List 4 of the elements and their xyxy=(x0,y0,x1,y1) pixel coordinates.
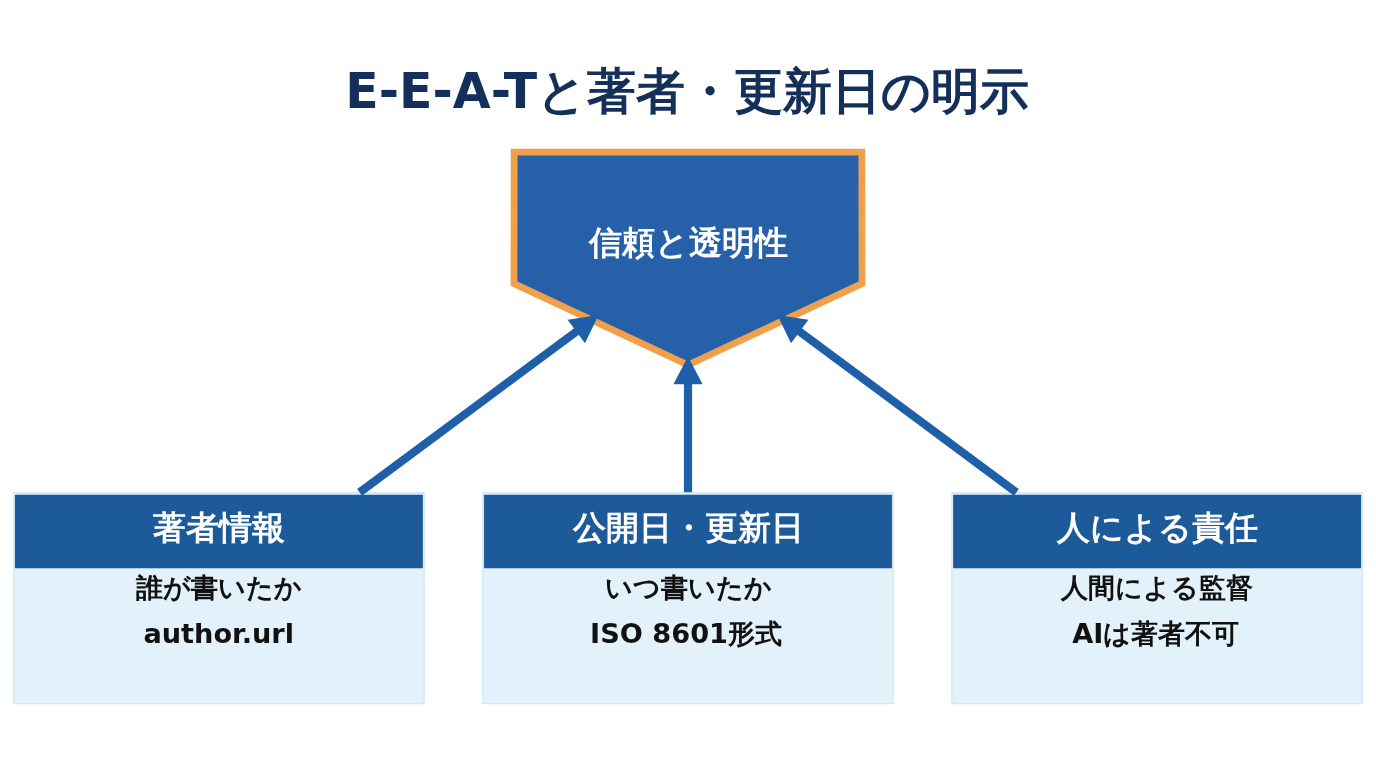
diagram-title: E-E-A-Tと著者・更新日の明示 xyxy=(345,62,1030,120)
arrow xyxy=(357,315,599,496)
arrow xyxy=(777,315,1019,496)
arrow xyxy=(673,356,703,493)
